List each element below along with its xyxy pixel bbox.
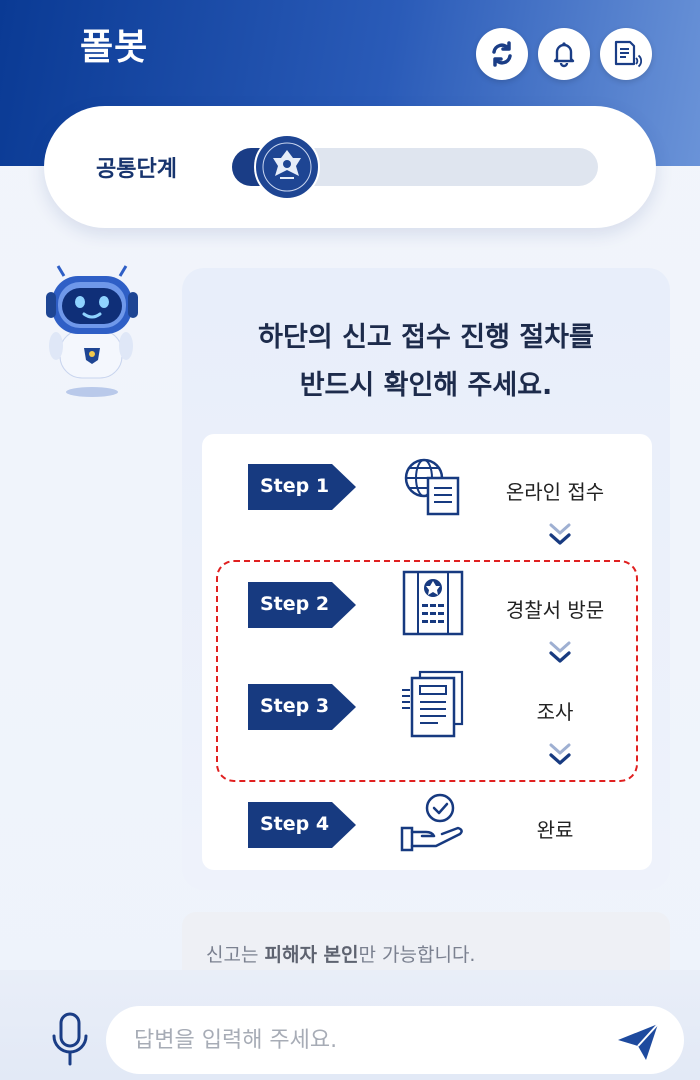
document-audio-icon xyxy=(614,40,642,68)
step-badge-label: Step 2 xyxy=(260,593,330,615)
refresh-button[interactable] xyxy=(476,28,528,80)
police-emblem-icon xyxy=(254,134,320,200)
chevron-down-icon xyxy=(549,641,571,663)
step-label-1: 온라인 접수 xyxy=(505,480,605,504)
documents-icon xyxy=(402,670,464,738)
progress-card: 공통단계 xyxy=(44,106,656,228)
step-label-3: 조사 xyxy=(536,700,574,724)
chat-title-line1: 하단의 신고 접수 진행 절차를 xyxy=(258,322,594,353)
refresh-icon xyxy=(492,41,512,67)
notification-button[interactable] xyxy=(538,28,590,80)
bell-icon xyxy=(553,42,575,68)
highlight-box xyxy=(216,560,638,782)
microphone-icon[interactable] xyxy=(50,1012,90,1066)
step-badge-4: Step 4 xyxy=(248,802,358,848)
read-aloud-button[interactable] xyxy=(600,28,652,80)
chevron-down-icon xyxy=(549,523,571,545)
globe-document-icon xyxy=(404,458,460,516)
notice-bold: 피해자 본인 xyxy=(264,944,359,966)
step-badge-2: Step 2 xyxy=(248,582,358,628)
police-building-icon xyxy=(402,570,464,636)
chevron-down-icon xyxy=(549,743,571,765)
chat-title: 하단의 신고 접수 진행 절차를 반드시 확인해 주세요. xyxy=(182,314,670,410)
step-badge-3: Step 3 xyxy=(248,684,358,730)
chatbot-avatar xyxy=(46,265,138,397)
step-label-4: 완료 xyxy=(536,818,574,842)
chat-title-line2: 반드시 확인해 주세요. xyxy=(299,370,553,401)
process-steps: Step 1 온라인 접수 Step 2 xyxy=(202,434,652,870)
message-input[interactable] xyxy=(106,1006,684,1074)
notice-suffix: 만 가능합니다. xyxy=(358,944,476,966)
hand-check-icon xyxy=(400,793,463,852)
step-label-2: 경찰서 방문 xyxy=(505,598,605,622)
step-badge-label: Step 1 xyxy=(260,475,330,497)
notice-text: 신고는 피해자 본인만 가능합니다. xyxy=(206,940,475,967)
step-badge-label: Step 3 xyxy=(260,695,330,717)
chat-message-card: 하단의 신고 접수 진행 절차를 반드시 확인해 주세요. Step 1 온라인… xyxy=(182,268,670,890)
step-badge-1: Step 1 xyxy=(248,464,358,510)
step-badge-label: Step 4 xyxy=(260,813,330,835)
send-icon[interactable] xyxy=(616,1022,660,1062)
notice-prefix: 신고는 xyxy=(206,944,265,966)
progress-label: 공통단계 xyxy=(96,157,177,182)
app-title: 폴봇 xyxy=(80,27,149,68)
progress-bar xyxy=(232,134,598,200)
